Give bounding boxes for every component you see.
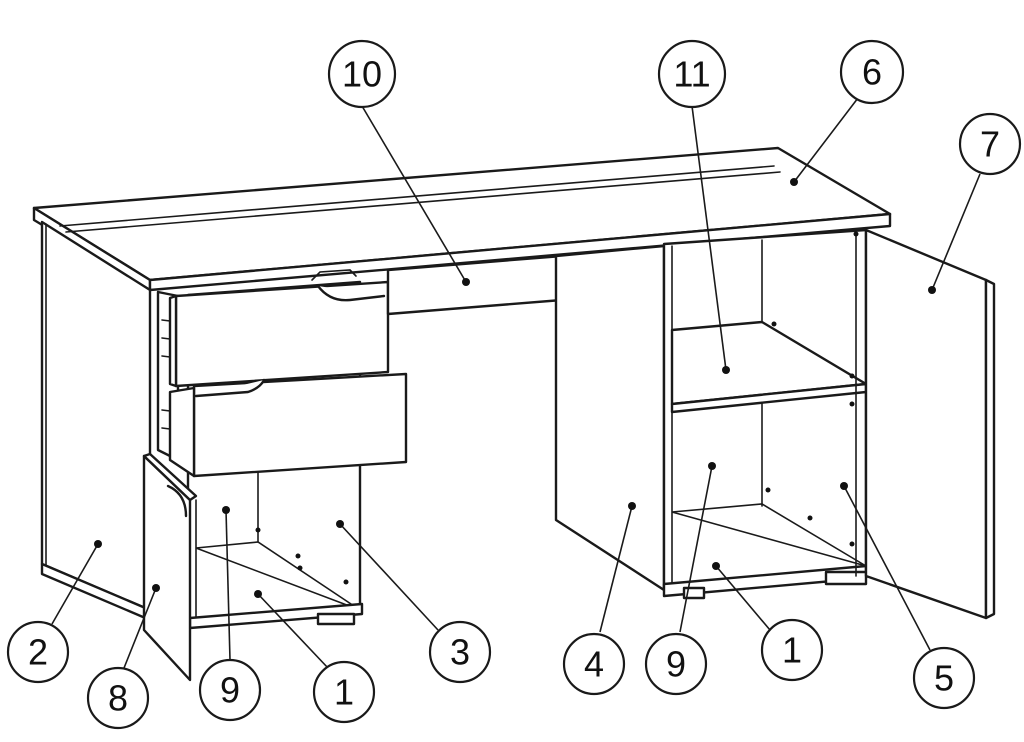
callout-3-label: 3 [450, 632, 470, 673]
callout-3: 3 [336, 520, 492, 684]
callout-10-label: 10 [342, 54, 382, 95]
callout-6: 6 [790, 39, 905, 186]
callout-1-right-label: 1 [782, 630, 802, 671]
callout-8-label: 8 [108, 678, 128, 719]
callout-1-right: 1 [712, 562, 824, 682]
callout-4: 4 [562, 502, 636, 696]
callout-9-right-label: 9 [666, 644, 686, 685]
left-door [142, 452, 198, 682]
left-side-panel [40, 220, 152, 622]
callout-5-label: 5 [934, 658, 954, 699]
right-door [864, 228, 996, 620]
callout-7: 7 [928, 112, 1022, 294]
callout-1-left-label: 1 [334, 672, 354, 713]
callout-2: 2 [6, 540, 102, 684]
callout-10: 10 [327, 39, 470, 286]
callout-9-left-label: 9 [220, 670, 240, 711]
callout-9-left: 9 [198, 506, 262, 722]
callout-5: 5 [840, 482, 976, 710]
callout-8: 8 [86, 584, 160, 730]
right-side-panel [554, 244, 666, 592]
callout-4-label: 4 [584, 644, 604, 685]
callout-2-label: 2 [28, 632, 48, 673]
assembly-holes [255, 231, 859, 585]
lower-drawer [168, 372, 408, 478]
callout-11-label: 11 [673, 54, 710, 95]
upper-drawer [168, 269, 390, 388]
callout-7-label: 7 [980, 124, 1000, 165]
callout-9-right: 9 [644, 462, 716, 696]
callout-11: 11 [657, 39, 730, 374]
callout-1-left: 1 [254, 590, 376, 724]
callout-6-label: 6 [862, 52, 882, 93]
right-pedestal [662, 228, 868, 600]
